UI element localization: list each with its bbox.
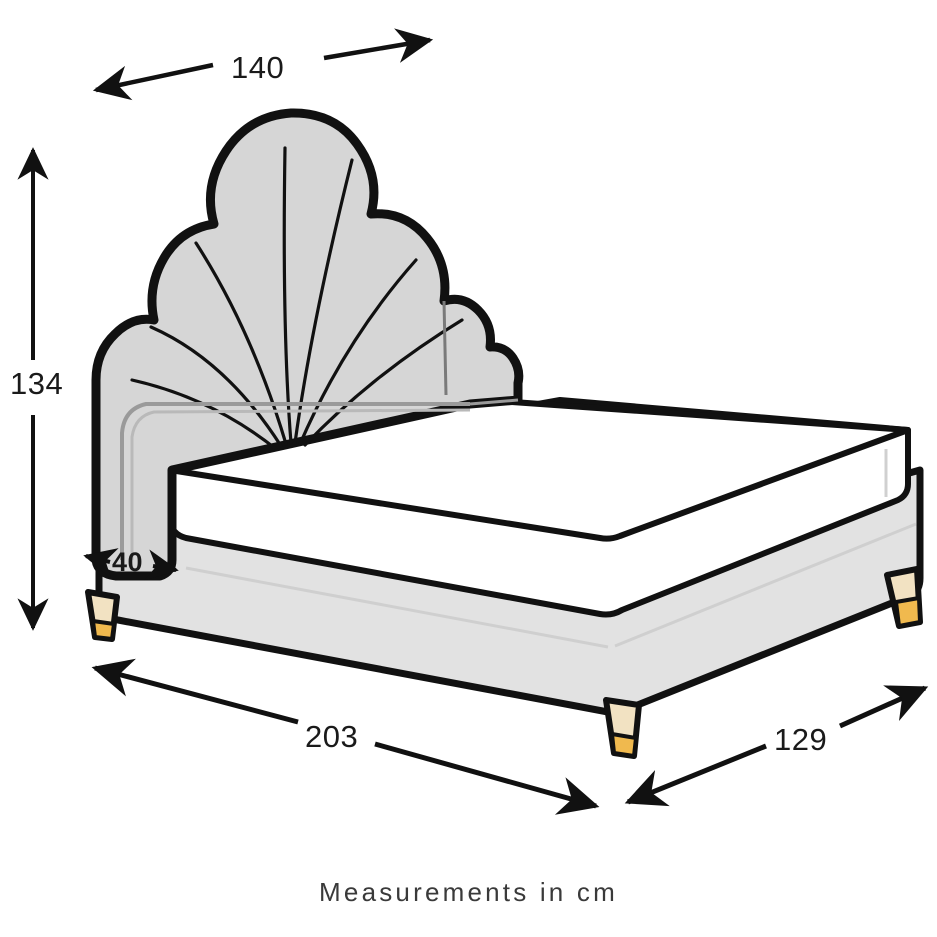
bed-drawing: [85, 108, 924, 759]
leg-front-left-tip: [91, 619, 116, 641]
leg-front-left: [85, 589, 120, 642]
headboard-arm-inner2: [130, 408, 471, 560]
scalloped-shell-headboard: [91, 108, 524, 581]
measurements-caption: Measurements in cm: [319, 877, 618, 907]
dimension-label-length: 203: [305, 719, 359, 754]
legs: [85, 566, 923, 759]
leg-front-center: [603, 697, 642, 759]
dim-129-arrow-right: [838, 685, 929, 729]
headboard-arm-inner: [120, 402, 470, 560]
dim-40-arrow-right: [144, 549, 179, 581]
dimension-lines: [17, 28, 929, 815]
dim-140-arrow-right: [323, 28, 434, 63]
base-seam-left: [185, 566, 609, 649]
dim-129-arrow-left: [624, 743, 767, 807]
leg-right: [884, 566, 923, 629]
dimension-label-width: 140: [231, 50, 285, 85]
dim-203-arrow-right: [374, 741, 600, 815]
dimension-label-depth: 129: [774, 722, 828, 757]
dim-140-arrow-left: [92, 62, 214, 101]
headboard-fan-seams: [130, 146, 464, 451]
headboard-far-step: [469, 398, 519, 406]
dimension-label-headboard-depth: 40: [112, 547, 144, 577]
headboard-body: [91, 108, 524, 581]
dimension-label-height: 134: [10, 366, 64, 401]
dim-203-arrow-left: [91, 658, 299, 725]
base-seam-right: [614, 522, 917, 648]
headboard-scallop-break: [442, 300, 448, 396]
dim-40-arrow-left: [83, 548, 119, 579]
leg-right-tip: [894, 596, 922, 628]
leg-front-center-tip: [610, 732, 638, 758]
